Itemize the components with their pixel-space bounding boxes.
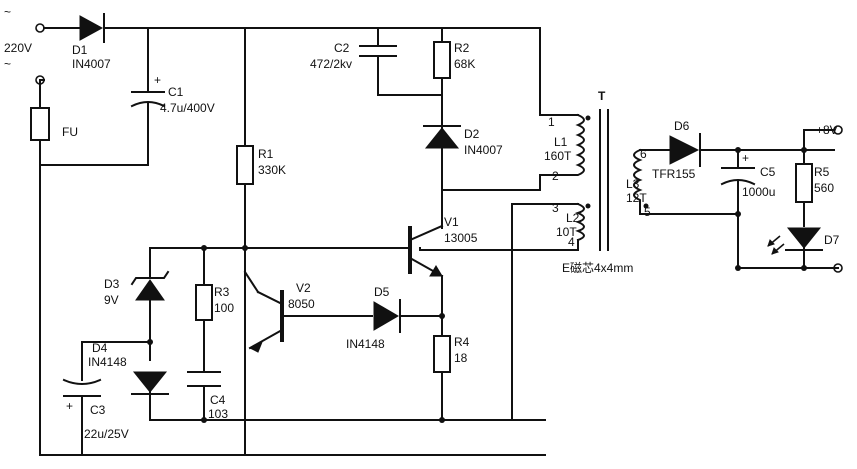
v2-part: 8050 — [288, 297, 315, 311]
l1-winding — [539, 113, 585, 176]
r1-value: 330K — [258, 163, 286, 177]
zener-d3: D3 9V — [104, 270, 170, 307]
c4-label: C4 — [210, 393, 226, 407]
input-voltage-label: 220V — [4, 41, 32, 55]
c5-value: 1000u — [742, 185, 775, 199]
l2-winding — [575, 202, 585, 242]
c3-wire — [81, 341, 151, 456]
resistor-r4: R4 18 — [433, 335, 470, 373]
diode-d2: D2 IN4007 — [423, 125, 503, 157]
v1-label: V1 — [444, 215, 459, 229]
r5-value: 560 — [814, 181, 834, 195]
resistor-r1: R1 330K — [236, 145, 286, 185]
ac-terminal-top — [35, 23, 45, 33]
snubber-wire — [377, 27, 443, 191]
d1-part: IN4007 — [72, 57, 111, 71]
led-d7: D7 — [767, 227, 840, 255]
l2-label: L2 — [566, 211, 580, 225]
capacitor-c2: C2 472/2kv — [310, 41, 397, 71]
l3-value: 12T — [626, 191, 647, 205]
l3-winding — [633, 148, 643, 215]
transistor-v1: V1 13005 — [408, 215, 478, 278]
c5-plus: + — [742, 151, 749, 165]
core-label: E磁芯4x4mm — [562, 260, 633, 275]
diode-d6: D6 TFR155 — [652, 119, 701, 181]
capacitor-c4: C4 103 — [187, 371, 228, 421]
ac-symbol-top: ~ — [4, 5, 11, 19]
r2-label: R2 — [454, 41, 470, 55]
d2-label: D2 — [464, 127, 480, 141]
v2-label: V2 — [296, 281, 311, 295]
resistor-r2: R2 68K — [433, 41, 475, 79]
v1-part: 13005 — [444, 231, 478, 245]
pin-5: 5 — [644, 205, 651, 219]
fuse-fu: FU — [30, 107, 78, 141]
l1-value: 160T — [544, 149, 572, 163]
pin-2: 2 — [552, 169, 559, 183]
c3-plus: + — [66, 399, 73, 413]
pin-6: 6 — [640, 147, 647, 161]
d4-label: D4 — [92, 341, 108, 355]
resistor-r5: R5 560 — [795, 163, 834, 203]
d4-part: IN4148 — [88, 355, 127, 369]
r3-label: R3 — [214, 285, 230, 299]
d7-label: D7 — [824, 233, 840, 247]
transformer-label: T — [598, 89, 606, 103]
c3-label: C3 — [90, 403, 106, 417]
d5-part: IN4148 — [346, 337, 385, 351]
r3-value: 100 — [214, 301, 234, 315]
resistor-r3: R3 100 — [195, 284, 234, 321]
r5-label: R5 — [814, 165, 830, 179]
capacitor-c1: + C1 4.7u/400V — [130, 73, 215, 115]
d3-value: 9V — [104, 293, 119, 307]
capacitor-c3: + C3 22u/25V — [62, 378, 129, 441]
l1-collector-wire — [441, 174, 541, 229]
d3-label: D3 — [104, 277, 120, 291]
diode-d1: D1 IN4007 — [72, 13, 111, 71]
c2-value: 472/2kv — [310, 57, 352, 71]
diode-d4: D4 IN4148 — [88, 341, 169, 395]
l1-label: L1 — [554, 135, 568, 149]
l3-label: L3 — [626, 177, 640, 191]
c3-value: 22u/25V — [84, 427, 129, 441]
c1-plus: + — [154, 73, 161, 87]
r1-label: R1 — [258, 147, 274, 161]
d2-part: IN4007 — [464, 143, 503, 157]
c1-label: C1 — [168, 85, 184, 99]
d1-label: D1 — [72, 43, 88, 57]
top-rail-wire — [43, 27, 541, 116]
c4-value: 103 — [208, 407, 228, 421]
c5-label: C5 — [760, 165, 776, 179]
d5-label: D5 — [374, 285, 390, 299]
capacitor-c5: + C5 1000u — [720, 151, 776, 199]
transformer-t: T 1 2 3 4 5 6 L1 160T L2 10T L3 12T E磁芯4… — [539, 89, 651, 275]
bias-network-wire — [149, 247, 546, 421]
fu-label: FU — [62, 125, 78, 139]
pin-1: 1 — [548, 115, 555, 129]
pin-3: 3 — [552, 201, 559, 215]
d6-part: TFR155 — [652, 167, 696, 181]
left-ground-rail — [39, 79, 546, 456]
l2-value: 10T — [556, 225, 577, 239]
d6-label: D6 — [674, 119, 690, 133]
transistor-v2: V2 8050 — [243, 247, 373, 353]
ac-symbol-bottom: ~ — [4, 57, 11, 71]
r2-value: 68K — [454, 57, 475, 71]
l2-wire — [419, 203, 579, 421]
c1-wire — [39, 27, 149, 166]
r4-value: 18 — [454, 351, 468, 365]
diode-d5: D5 IN4148 — [346, 285, 443, 351]
pin-4: 4 — [568, 235, 575, 249]
ac-input: ~ ~ 220V — [4, 5, 45, 85]
output-voltage-label: +8V — [816, 123, 838, 137]
output-terminal-minus — [833, 263, 843, 273]
r4-label: R4 — [454, 335, 470, 349]
c1-value: 4.7u/400V — [160, 101, 215, 115]
c2-label: C2 — [334, 41, 350, 55]
